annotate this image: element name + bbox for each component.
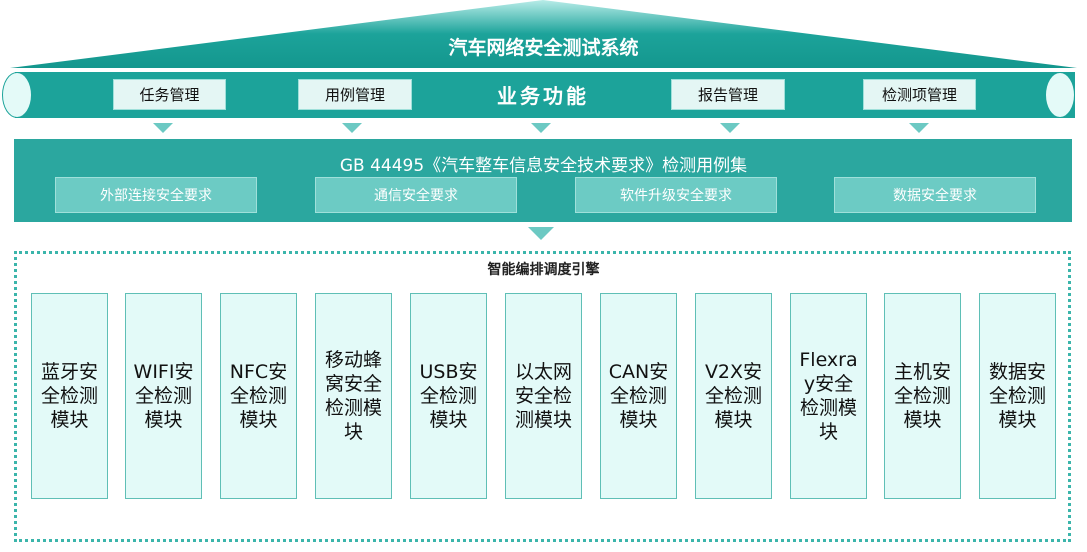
arrow-down-icon [528,227,554,240]
roof-shape [10,0,1077,68]
requirement-external[interactable]: 外部连接安全要求 [55,177,257,213]
standard-title: GB 44495《汽车整车信息安全技术要求》检测用例集 [339,156,748,176]
module-box[interactable]: 主机安全检测模块 [884,293,961,499]
module-box[interactable]: 移动蜂窝安全检测模块 [315,293,392,499]
band-left-cap [2,72,32,118]
system-title: 汽车网络安全测试系统 [448,37,639,59]
report-management[interactable]: 报告管理 [671,79,785,110]
engine-panel [14,251,1071,542]
module-box[interactable]: 数据安全检测模块 [979,293,1056,499]
business-label: 业务功能 [497,84,589,108]
module-box[interactable]: 以太网安全检测模块 [505,293,582,499]
requirement-software-update[interactable]: 软件升级安全要求 [575,177,777,213]
module-box[interactable]: Flexray安全检测模块 [790,293,867,499]
module-box[interactable]: WIFI安全检测模块 [125,293,202,499]
engine-title: 智能编排调度引擎 [487,262,600,278]
module-box[interactable]: V2X安全检测模块 [695,293,772,499]
module-box[interactable]: 蓝牙安全检测模块 [31,293,108,499]
arrow-down-icon [153,123,173,133]
requirement-communication[interactable]: 通信安全要求 [315,177,517,213]
requirement-data[interactable]: 数据安全要求 [834,177,1036,213]
check-item-management[interactable]: 检测项管理 [863,79,976,110]
arrow-down-icon [342,123,362,133]
module-box[interactable]: USB安全检测模块 [410,293,487,499]
task-management[interactable]: 任务管理 [113,79,226,110]
arrow-down-icon [720,123,740,133]
module-box[interactable]: CAN安全检测模块 [600,293,677,499]
arrow-down-icon [531,123,551,133]
case-management[interactable]: 用例管理 [298,79,412,110]
band-right-cap [1045,72,1075,118]
module-box[interactable]: NFC安全检测模块 [220,293,297,499]
arrow-down-icon [909,123,929,133]
